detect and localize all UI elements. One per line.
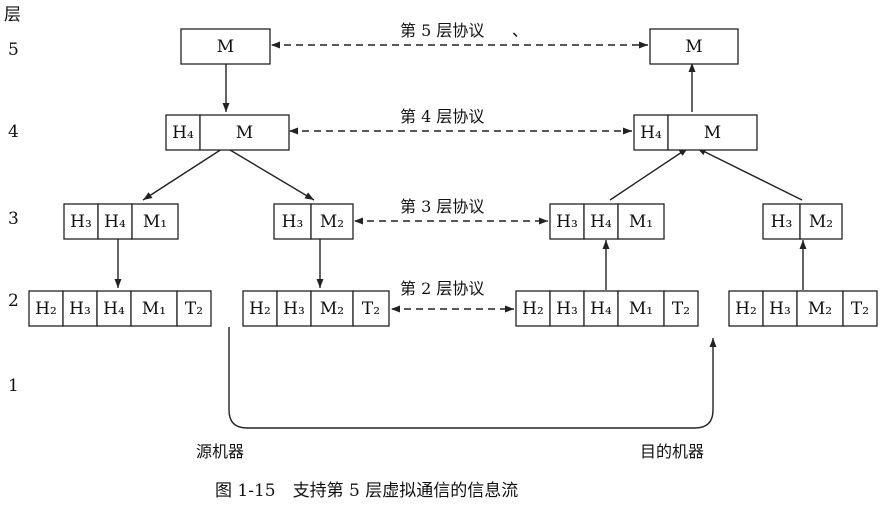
packet-cell-label: T₂ [672, 299, 690, 319]
packet-cell [799, 203, 843, 240]
packet-cell-label: T₂ [185, 299, 203, 319]
protocol-label-bg-l3 [390, 194, 516, 218]
protocol-label-l2: 第 2 层协议 [400, 279, 484, 298]
layer-label-3: 3 [8, 209, 19, 229]
packet-cell-label: H₂ [35, 299, 57, 319]
packet-cell [583, 203, 619, 240]
layer-axis-title: 层 [4, 5, 21, 25]
packet-cell-label: H₃ [69, 299, 91, 319]
packet-cell-label: M₁ [142, 299, 166, 319]
packet-cell-label: H₃ [70, 212, 92, 232]
packet-cell-label: H₂ [735, 299, 757, 319]
packet-cell [62, 290, 98, 327]
packet-cell [273, 203, 312, 240]
packet-cell-label: M₂ [808, 299, 832, 319]
src-l3b-packet: H₃ M₂ [273, 203, 354, 240]
packet-cell [728, 290, 764, 327]
src-l4-packet: H₄ M [165, 114, 290, 151]
packet-cell [617, 290, 665, 327]
packet-cell [515, 290, 551, 327]
arrow-src-l4-to-l3a [142, 146, 226, 201]
packet-cell-label: H₃ [556, 299, 578, 319]
packet-cell-label: H₄ [590, 299, 612, 319]
packet-cell [176, 290, 212, 327]
packet-cell-label: M [704, 123, 721, 143]
dst-l2a-packet: H₂ H₃ H₄ M₁ T₂ [515, 290, 699, 327]
packet-cell-label: T₂ [851, 299, 869, 319]
packet-cell [180, 28, 271, 65]
packet-cell [663, 290, 699, 327]
packet-cell [131, 203, 179, 240]
packet-cell-label: H₃ [283, 299, 305, 319]
packet-cell [96, 290, 132, 327]
src-l2a-packet: H₂ H₃ H₄ M₁ T₂ [28, 290, 212, 327]
packet-cell [63, 203, 99, 240]
packet-cell [130, 290, 178, 327]
packet-cell-label: M₁ [629, 299, 653, 319]
packet-cell-label: H₃ [771, 212, 793, 232]
protocol-label-bg-l2 [390, 276, 516, 300]
dst-l2b-packet: H₂ H₃ M₂ T₂ [728, 290, 878, 327]
protocol-label-l5-mark: 、 [512, 21, 528, 40]
src-l3a-packet: H₃ H₄ M₁ [63, 203, 179, 240]
packet-cell-label: H₂ [522, 299, 544, 319]
packet-cell-label: H₃ [556, 212, 578, 232]
packet-cell [549, 203, 585, 240]
packet-cell-label: M [685, 37, 702, 57]
packet-cell-label: M₁ [143, 212, 167, 232]
layer-label-1: 1 [8, 376, 19, 396]
packet-cell [633, 114, 669, 151]
packet-cell-label: T₂ [362, 299, 380, 319]
packet-cell [796, 290, 844, 327]
packet-cell-label: H₂ [249, 299, 271, 319]
packet-cell [276, 290, 312, 327]
physical-path [228, 327, 717, 429]
arrow-dst-l3b-to-l4 [696, 147, 803, 201]
source-machine-label: 源机器 [196, 442, 244, 461]
protocol-label-l4: 第 4 层协议 [400, 107, 484, 126]
packet-cell [165, 114, 201, 151]
arrow-dst-l3a-to-l4 [609, 147, 689, 201]
packet-cell-label: M [236, 123, 253, 143]
packet-cell-label: M [217, 37, 234, 57]
packet-cell-label: H₄ [104, 212, 126, 232]
dst-l3a-packet: H₃ H₄ M₁ [549, 203, 665, 240]
packet-cell-label: M₂ [320, 212, 344, 232]
packet-cell-label: M₁ [629, 212, 653, 232]
protocol-label-l3: 第 3 层协议 [400, 197, 484, 216]
packet-cell [199, 114, 290, 151]
packet-cell [549, 290, 585, 327]
dst-l3b-packet: H₃ M₂ [762, 203, 843, 240]
packet-cell-label: M₂ [320, 299, 344, 319]
packet-cell-label: H₃ [282, 212, 304, 232]
destination-machine-label: 目的机器 [640, 442, 704, 461]
layer-label-4: 4 [8, 122, 19, 142]
packet-cell [352, 290, 390, 327]
packet-cell-label: M₂ [809, 212, 833, 232]
protocol-label-bg-l5 [388, 18, 530, 42]
packet-cell [242, 290, 278, 327]
layer-label-2: 2 [8, 291, 19, 311]
dst-l5-packet: M [649, 28, 739, 65]
src-l2b-packet: H₂ H₃ M₂ T₂ [242, 290, 390, 327]
packet-cell [310, 203, 354, 240]
packet-cell [649, 28, 739, 65]
packet-cell-label: H₄ [590, 212, 612, 232]
packet-cell-label: H₃ [769, 299, 791, 319]
protocol-label-bg-l4 [390, 104, 516, 128]
layer-label-5: 5 [8, 40, 19, 60]
packet-cell-label: H₄ [172, 123, 194, 143]
packet-cell [667, 114, 758, 151]
packet-cell [28, 290, 64, 327]
packet-cell [617, 203, 665, 240]
src-l5-packet: M [180, 28, 271, 65]
packet-cell [842, 290, 878, 327]
packet-cell-label: H₄ [103, 299, 125, 319]
packet-cell-label: H₄ [640, 123, 662, 143]
protocol-label-l5: 第 5 层协议 [400, 21, 484, 40]
arrow-src-l4-to-l3b [224, 146, 315, 201]
dst-l4-packet: H₄ M [633, 114, 758, 151]
figure-caption: 图 1-15 支持第 5 层虚拟通信的信息流 [215, 481, 518, 501]
